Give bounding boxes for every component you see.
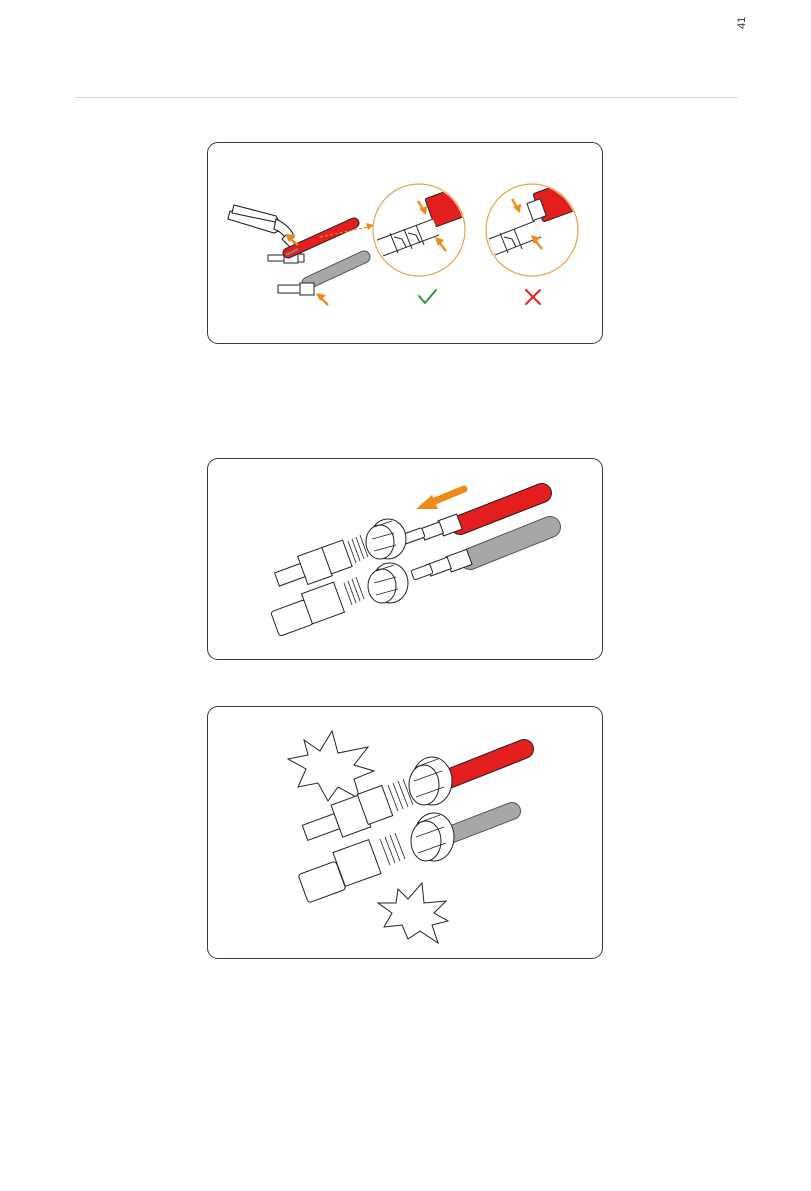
click-burst-icon <box>378 883 448 943</box>
cross-icon <box>526 290 540 304</box>
zoom-circle-correct <box>373 182 482 276</box>
red-cable <box>286 223 354 255</box>
crimping-tool-icon <box>228 205 296 249</box>
male-connector <box>275 535 368 586</box>
female-connector <box>271 577 364 636</box>
insert-illustration <box>208 459 603 660</box>
page-number: 41 <box>736 8 756 38</box>
figure-insert-contact <box>207 458 603 660</box>
figure-crimp-contact <box>207 142 603 344</box>
sealing-nut-lower <box>368 563 408 603</box>
checkmark-icon <box>419 290 436 303</box>
header-rule <box>75 97 738 98</box>
click-burst-icon <box>288 731 374 801</box>
sealing-nut-upper <box>366 519 406 559</box>
crimp-illustration <box>208 143 603 344</box>
zoom-circle-incorrect <box>486 177 590 276</box>
figure-tighten-nut <box>207 706 603 959</box>
tighten-illustration <box>208 707 603 959</box>
push-direction-arrow-icon <box>416 489 464 509</box>
